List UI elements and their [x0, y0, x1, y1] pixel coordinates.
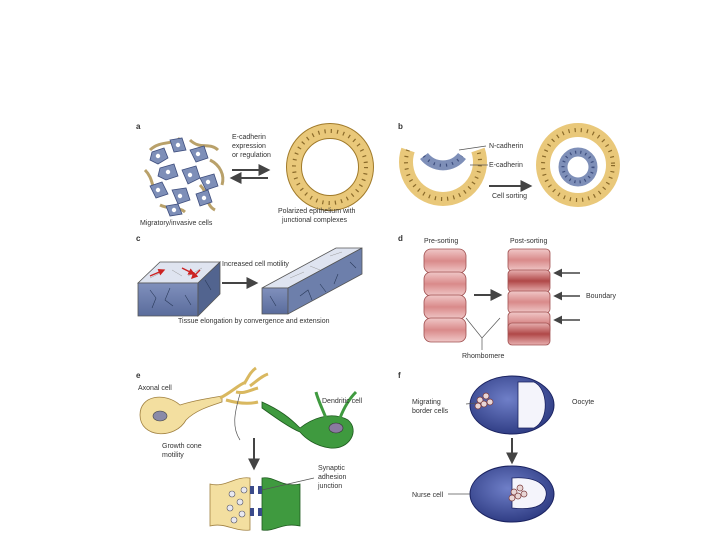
panel-d-letter: d [398, 234, 403, 243]
tissue-block-before [137, 261, 221, 317]
panel-e: e Axonal cell Dendritic cell Growth cone… [136, 366, 363, 531]
rhombomere-leader [465, 317, 501, 350]
tissue-block-after [261, 247, 363, 315]
synaptic-label-3: junction [317, 483, 342, 490]
migratory-cells [143, 136, 225, 217]
synapse-closeup [209, 477, 301, 531]
panel-b: b N-cadherin E-cadherin Cell sorting [398, 122, 620, 207]
post-sorting-rhombomeres [507, 248, 551, 346]
growth-cone-leader [234, 393, 241, 441]
rhombomere-label: Rhombomere [462, 353, 505, 360]
synaptic-label-1: Synaptic [318, 465, 345, 472]
panel-c-letter: c [136, 234, 141, 243]
panel-e-letter: e [136, 371, 141, 380]
dendritic-cell [261, 390, 358, 449]
oocyte-label: Oocyte [572, 399, 594, 406]
pre-sorting-rhombomeres [423, 248, 467, 343]
polarized-epithelium-ring [286, 123, 374, 211]
egg-chamber-early [469, 375, 555, 435]
panel-f: f Migrating border cells Oocyte Nurse ce… [398, 371, 594, 523]
boundary-label: Boundary [586, 293, 616, 300]
ecad-expression-label-3: or regulation [232, 152, 271, 159]
axonal-cell [139, 366, 269, 435]
migrating-label-2: border cells [412, 408, 449, 415]
panel-c: c Increased cell motility Tissue elongat… [136, 234, 363, 325]
synaptic-label-2: adhesion [318, 474, 347, 481]
panel-f-letter: f [398, 371, 401, 380]
ecad-expression-label-1: E-cadherin [232, 134, 266, 141]
ncadherin-label: N-cadherin [489, 143, 523, 150]
growth-cone-label-2: motility [162, 452, 184, 459]
panel-a-letter: a [136, 122, 141, 131]
ecadherin-label: E-cadherin [489, 162, 523, 169]
ncad-leader [458, 145, 487, 151]
border-cells-leader [465, 402, 477, 405]
cell-motility-label: Increased cell motility [222, 261, 289, 268]
synaptic-junction-leader [261, 477, 315, 491]
nurse-cell-label: Nurse cell [412, 492, 444, 499]
cell-sorting-label: Cell sorting [492, 193, 527, 200]
pre-sorting-label: Pre-sorting [424, 238, 458, 245]
growth-cone-label-1: Growth cone [162, 443, 202, 450]
open-epithelium-ring [399, 147, 487, 206]
egg-chamber-late [469, 465, 555, 523]
panel-a: a Migratory/invasive [136, 122, 374, 227]
polarized-epithelium-label-2: junctional complexes [281, 217, 347, 224]
panel-b-letter: b [398, 122, 403, 131]
migrating-label-1: Migrating [412, 399, 441, 406]
dendritic-cell-label: Dendritic cell [322, 398, 363, 405]
post-sorting-label: Post-sorting [510, 238, 547, 245]
sorted-ring [536, 123, 620, 207]
panel-d: d Pre-sorting Post-sorting Boundary Rhom… [398, 234, 616, 360]
ecad-expression-label-2: expression [232, 143, 266, 150]
migratory-cells-label: Migratory/invasive cells [140, 220, 213, 227]
polarized-epithelium-label-1: Polarized epithelium with [278, 208, 356, 215]
axonal-cell-label: Axonal cell [138, 385, 172, 392]
tissue-elongation-label: Tissue elongation by convergence and ext… [178, 318, 330, 325]
